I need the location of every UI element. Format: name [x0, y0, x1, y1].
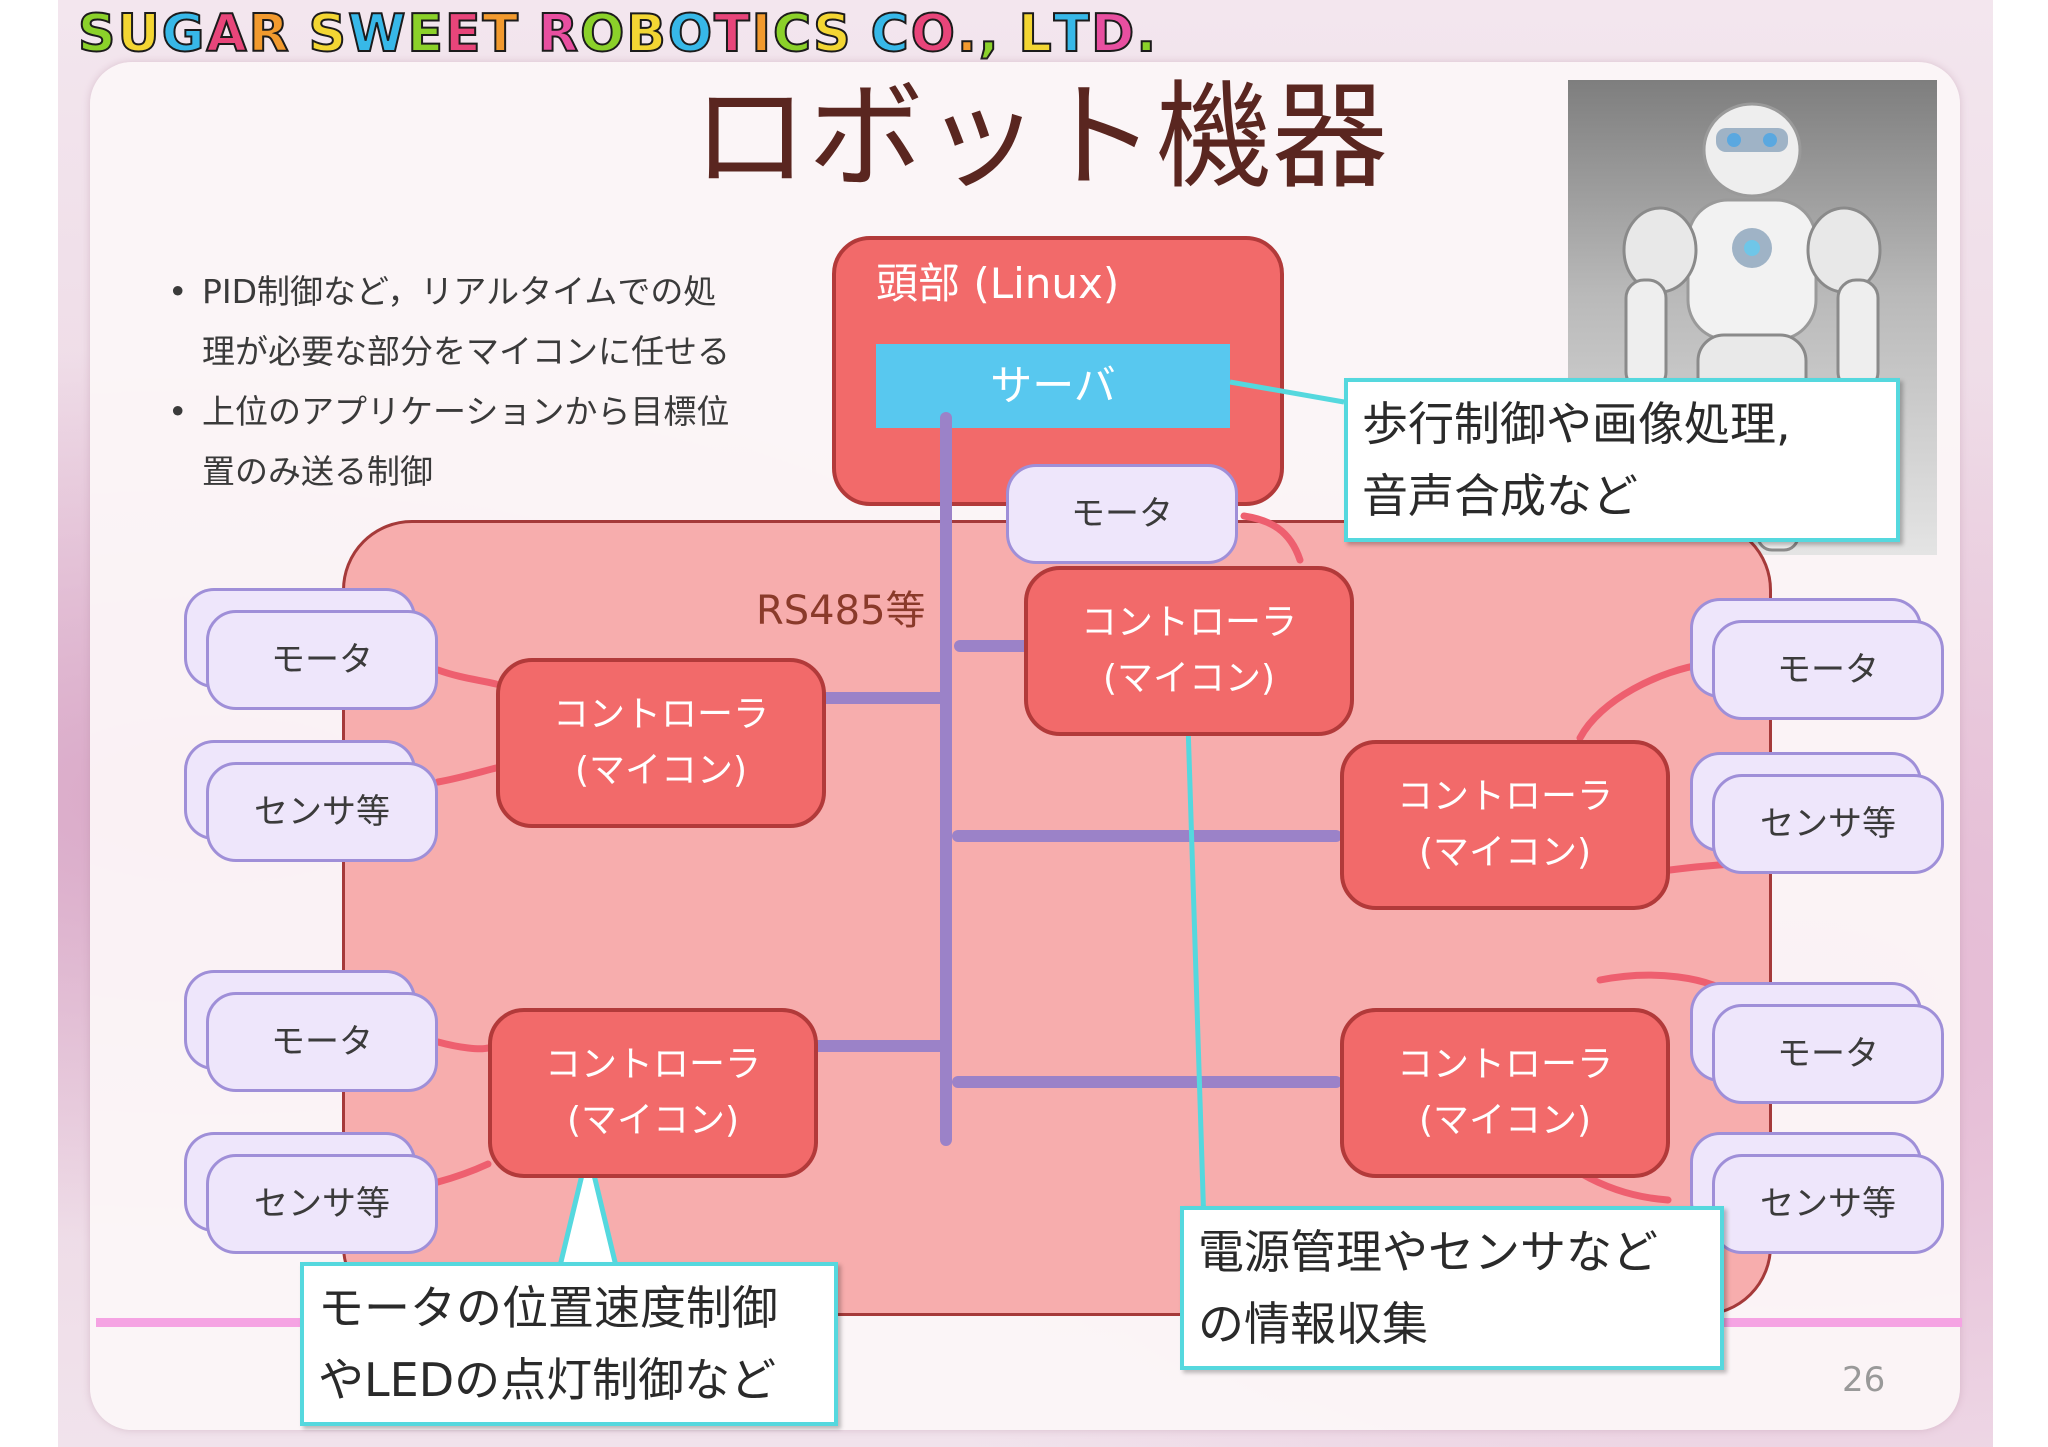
bullet-list: PID制御など，リアルタイムでの処 理が必要な部分をマイコンに任せる 上位のアプ… [160, 262, 800, 502]
brand-letter: E [444, 3, 483, 65]
controller-sublabel: (マイコン) [1418, 832, 1592, 873]
callout-sensor-tasks: 電源管理やセンサなど の情報収集 [1180, 1206, 1724, 1370]
link-sensor-2 [434, 1160, 492, 1186]
controller-label: コントローラ [552, 694, 769, 735]
callout-line: やLEDの点灯制御など [318, 1353, 777, 1407]
controller-label: コントローラ [1396, 1044, 1613, 1085]
brand-letter: , [978, 3, 1001, 65]
brand-letter: O [910, 3, 958, 65]
sensor-left-top: センサ等 [206, 762, 438, 862]
controller-center: コントローラ (マイコン) [1024, 566, 1354, 736]
callout-line: モータの位置速度制御 [318, 1281, 778, 1335]
motor-left-top: モータ [206, 610, 438, 710]
controller-right-bottom: コントローラ (マイコン) [1340, 1008, 1670, 1178]
brand-logo: SUGAR SWEET ROBOTICS CO., LTD. [77, 3, 1158, 65]
sensor-right-bottom: センサ等 [1712, 1154, 1944, 1254]
bullet-item-1: PID制御など，リアルタイムでの処 理が必要な部分をマイコンに任せる [160, 262, 800, 382]
link-motor-4 [1596, 971, 1744, 1004]
link-motor-3 [1576, 660, 1710, 742]
brand-letter: S [77, 3, 118, 65]
slide-title: ロボット機器 [692, 70, 1388, 205]
sensor-left-bottom: センサ等 [206, 1154, 438, 1254]
bullet-item-2: 上位のアプリケーションから目標位 置のみ送る制御 [160, 382, 800, 502]
brand-letter: O [579, 3, 627, 65]
brand-letter: L [1018, 3, 1054, 65]
brand-letter: B [625, 3, 668, 65]
bullet-2-line-1: 上位のアプリケーションから目標位 [202, 392, 730, 431]
brand-letter: . [956, 3, 979, 65]
controller-left-bottom: コントローラ (マイコン) [488, 1008, 818, 1178]
controller-label: コントローラ [1396, 776, 1613, 817]
controller-left-top: コントローラ (マイコン) [496, 658, 826, 828]
callout-pointer-server [1229, 379, 1345, 405]
link-motor-2 [434, 1038, 492, 1053]
controller-sublabel: (マイコン) [566, 1100, 740, 1141]
controller-sublabel: (マイコン) [574, 750, 748, 791]
callout-line: の情報収集 [1198, 1297, 1428, 1351]
server-box: サーバ [876, 344, 1230, 428]
brand-letter: S [812, 3, 853, 65]
motor-head: モータ [1006, 464, 1238, 564]
bus-label: RS485等 [756, 588, 926, 634]
brand-letter: U [116, 3, 162, 65]
callout-line: 音声合成など [1362, 469, 1638, 523]
controller-label: コントローラ [544, 1044, 761, 1085]
divider-line-left [96, 1318, 336, 1327]
callout-line: 歩行制御や画像処理, [1362, 397, 1791, 451]
bullet-1-line-2: 理が必要な部分をマイコンに任せる [202, 332, 730, 371]
link-motor-1 [434, 666, 500, 688]
brand-letter: S [308, 3, 349, 65]
callout-pointer-center [1185, 723, 1207, 1227]
controller-sublabel: (マイコン) [1102, 658, 1276, 699]
brand-letter: A [205, 3, 249, 65]
brand-letter: . [1135, 3, 1159, 65]
brand-letter: T [1053, 3, 1092, 65]
page-number: 26 [1842, 1360, 1886, 1400]
brand-letter: I [751, 3, 773, 65]
controller-label: コントローラ [1080, 602, 1297, 643]
brand-letter: T [713, 3, 752, 65]
divider-line-right [1712, 1318, 1962, 1327]
brand-letter: T [482, 3, 521, 65]
brand-letter: C [772, 3, 814, 65]
controller-right-top: コントローラ (マイコン) [1340, 740, 1670, 910]
bullet-1-line-1: PID制御など，リアルタイムでの処 [202, 272, 717, 311]
sensor-right-top: センサ等 [1712, 774, 1944, 874]
head-label: 頭部 (Linux) [876, 259, 1120, 308]
callout-line: 電源管理やセンサなど [1198, 1225, 1658, 1279]
link-sensor-4 [1578, 1170, 1672, 1204]
bullet-2-line-2: 置のみ送る制御 [202, 452, 433, 491]
brand-letter: W [347, 3, 408, 65]
motor-right-bottom: モータ [1712, 1004, 1944, 1104]
brand-letter: G [161, 3, 207, 65]
brand-letter: C [870, 3, 911, 65]
brand-letter: O [667, 3, 715, 65]
link-sensor-1 [434, 764, 500, 786]
link-motor-center [1240, 512, 1304, 564]
brand-letter: E [406, 3, 446, 65]
brand-letter: R [537, 3, 581, 65]
controller-sublabel: (マイコン) [1418, 1100, 1592, 1141]
callout-controller-tasks: モータの位置速度制御 やLEDの点灯制御など [300, 1262, 838, 1426]
motor-right-top: モータ [1712, 620, 1944, 720]
motor-left-bottom: モータ [206, 992, 438, 1092]
callout-server-tasks: 歩行制御や画像処理, 音声合成など [1344, 378, 1900, 542]
brand-letter: R [248, 3, 291, 65]
brand-letter: D [1090, 3, 1137, 65]
